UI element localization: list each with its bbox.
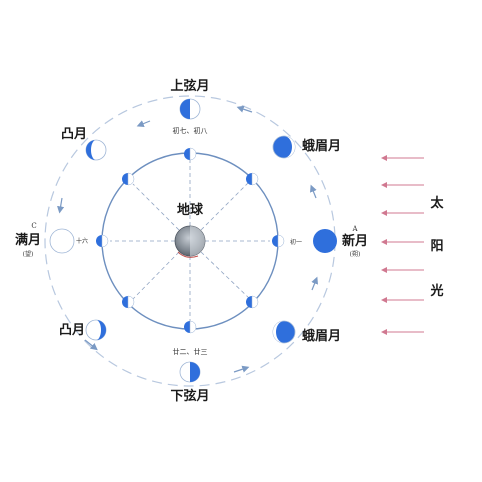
sunlight-arrows (381, 155, 424, 335)
outer-orbit-arrow-7 (236, 105, 253, 113)
inner-moons (96, 147, 285, 334)
phase-name: 上弦月 (170, 78, 209, 94)
sun-label-char-3: 光 (429, 283, 443, 299)
phase-name: 蛾眉月 (302, 138, 341, 154)
phase-waning-gibbous: 凸月 (59, 319, 107, 341)
moon-lit-half (277, 234, 285, 248)
moon-lit-half (101, 234, 109, 248)
phase-note: (望) (23, 250, 34, 258)
phase-new: A 新月 (朔) (313, 225, 368, 258)
inner-moon-top-left (122, 172, 135, 186)
moon-dark-part (86, 140, 96, 160)
phase-name: 蛾眉月 (302, 328, 341, 344)
earth-lit-side (190, 226, 205, 256)
phase-name: 凸月 (59, 323, 85, 338)
moon-phase-icon (313, 229, 337, 253)
phase-note: (朔) (350, 250, 361, 258)
sun-label-char-2: 阳 (430, 239, 443, 254)
ray-top-right (200, 181, 250, 231)
moon-lit-half (127, 295, 135, 309)
moon-lit-half (189, 147, 197, 161)
inner-moon-top (184, 147, 197, 161)
moon-lit-half (251, 172, 259, 186)
outer-orbit-arrow-5 (311, 276, 319, 291)
outer-orbit-arrow-6 (309, 184, 317, 199)
inner-moon-bottom (184, 320, 197, 334)
outer-orbit-arrow-1 (136, 120, 151, 128)
phase-name: 凸月 (61, 127, 87, 142)
phase-note: 廿二、廿三 (173, 347, 208, 356)
moon-lit-crescent (273, 321, 284, 343)
phase-name: 下弦月 (170, 388, 209, 404)
phase-waxing-gibbous: 凸月 (61, 127, 107, 161)
ray-bottom-right (200, 251, 251, 300)
inner-moon-bottom-right (246, 295, 259, 309)
moon-lit-half (189, 320, 197, 334)
phase-last-quarter: 廿二、廿三 下弦月 (170, 347, 209, 404)
phase-full: C 满月 (望) (15, 222, 75, 258)
note-near-new: 初一 (290, 238, 302, 246)
inner-moon-bottom-left (122, 295, 135, 309)
phase-waxing-crescent: 蛾眉月 (272, 135, 341, 159)
phase-name: 新月 (342, 233, 368, 249)
phase-name: 满月 (15, 232, 41, 248)
moon-lit-half (127, 172, 135, 186)
moon-lit-crescent (284, 136, 295, 158)
ray-top-left (132, 183, 180, 231)
phase-waning-crescent: 蛾眉月 (272, 320, 341, 344)
inner-moon-top-right (246, 172, 259, 186)
outer-orbit-arrow-4 (233, 365, 250, 373)
moon-phase-icon (49, 228, 75, 254)
moon-dark-part (190, 362, 200, 382)
phase-letter: A (351, 225, 358, 233)
dashed-rays (110, 160, 270, 322)
moon-dark-part (96, 320, 106, 340)
inner-moon-left (96, 234, 109, 248)
outer-orbit-arrow-2 (57, 197, 65, 214)
inner-moon-right (272, 234, 285, 248)
phase-letter: C (31, 222, 36, 230)
moon-lit-half (251, 295, 259, 309)
earth: 地球 (174, 202, 206, 258)
earth-rotation-arrow (177, 251, 199, 258)
moon-dark-part (180, 99, 190, 119)
sun-label-char-1: 太 (429, 195, 444, 211)
phase-first-quarter: 上弦月 初七、初八 (170, 78, 209, 135)
phase-note: 初七、初八 (173, 126, 208, 135)
outer-orbit-arrow-3 (84, 339, 98, 351)
earth-label: 地球 (177, 202, 204, 218)
ray-bottom-left (132, 251, 180, 300)
